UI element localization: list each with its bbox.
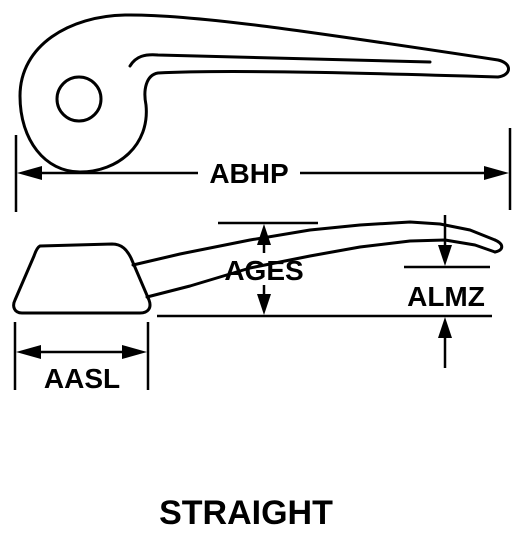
handle-top-outline xyxy=(18,13,510,174)
ages-dimension: AGES xyxy=(157,221,492,318)
side-lever-tip xyxy=(493,238,504,254)
almz-label: ALMZ xyxy=(407,281,485,312)
almz-dimension: ALMZ xyxy=(404,215,490,368)
abhp-arrow-right xyxy=(484,166,509,180)
aasl-label: AASL xyxy=(44,363,120,394)
abhp-arrow-left xyxy=(17,166,42,180)
abhp-label: ABHP xyxy=(209,158,288,189)
side-base-block xyxy=(12,242,152,315)
pivot-hole xyxy=(55,75,103,123)
almz-arrow-bottom xyxy=(438,317,452,338)
aasl-arrow-right xyxy=(122,345,147,359)
view-caption: STRAIGHT xyxy=(159,494,333,532)
ages-label: AGES xyxy=(224,255,303,286)
almz-arrow-top xyxy=(438,245,452,266)
handle-top-inner-curve xyxy=(128,53,432,68)
aasl-dimension: AASL xyxy=(13,322,150,394)
side-lever-lower xyxy=(145,238,497,299)
aasl-arrow-left xyxy=(16,345,41,359)
ages-arrow-bottom xyxy=(257,294,271,315)
handle-side-view xyxy=(12,220,504,315)
handle-top-view xyxy=(18,13,510,174)
ages-arrow-top xyxy=(257,224,271,245)
side-lever-upper xyxy=(131,220,497,267)
abhp-dimension: ABHP xyxy=(14,128,512,212)
